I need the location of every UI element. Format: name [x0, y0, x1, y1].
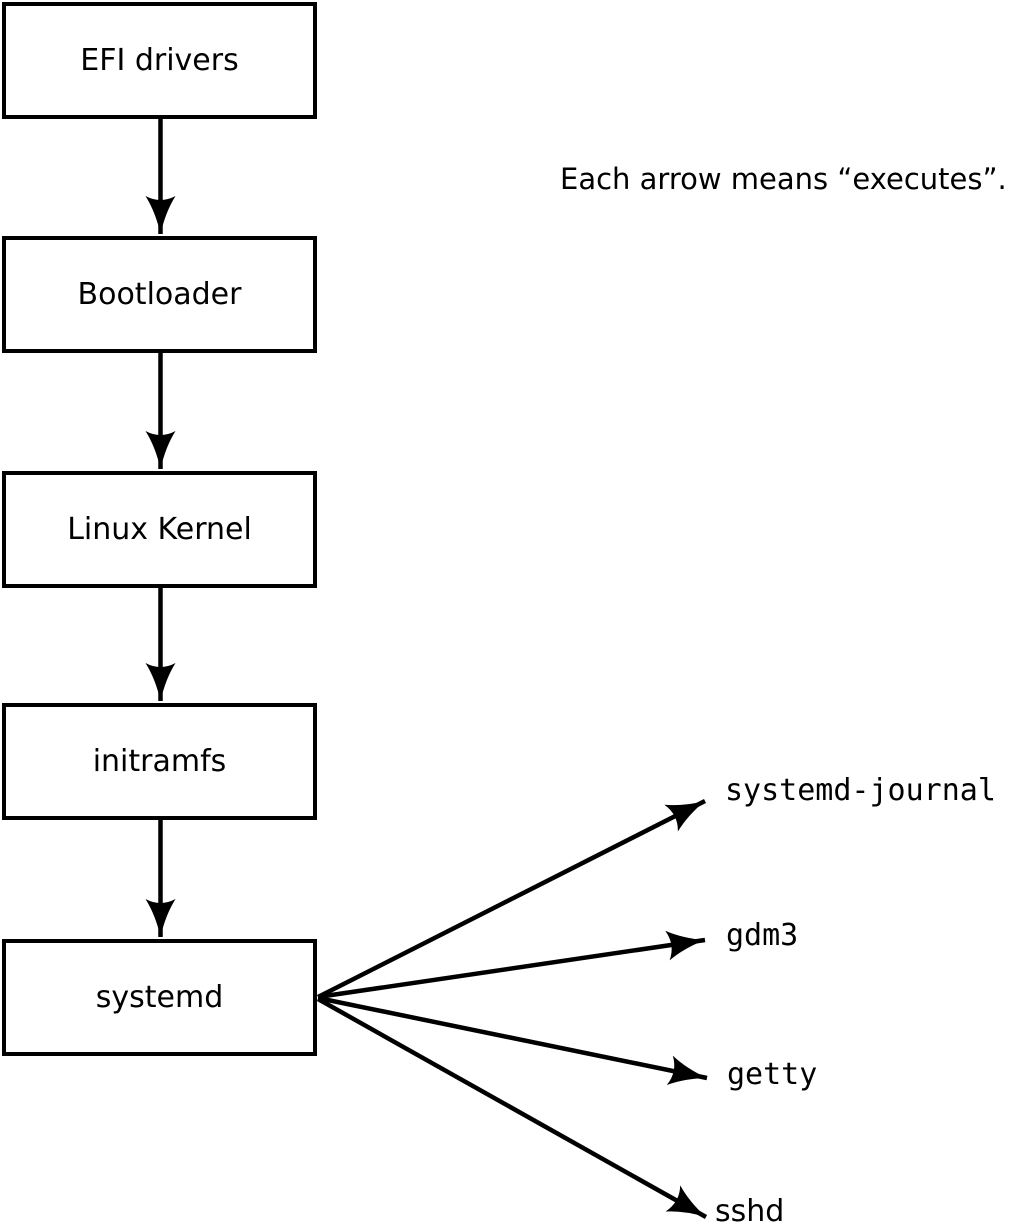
arrow-systemd-to-systemd-journal: [316, 798, 707, 1000]
node-getty-label: getty: [727, 1057, 818, 1092]
node-initramfs: initramfs: [2, 703, 317, 820]
node-linux-kernel: Linux Kernel: [2, 471, 317, 588]
node-efi-drivers-label: EFI drivers: [80, 42, 239, 78]
arrow-systemd-to-getty: [317, 995, 708, 1086]
node-gdm3-label: gdm3: [726, 918, 799, 953]
arrow-meaning-note: Each arrow means “executes”.: [560, 162, 1007, 196]
node-linux-kernel-label: Linux Kernel: [67, 511, 252, 547]
node-sshd-label: sshd: [715, 1194, 785, 1229]
arrow-systemd-to-gdm3: [317, 930, 706, 1000]
node-bootloader-label: Bootloader: [77, 276, 242, 312]
node-initramfs-label: initramfs: [92, 743, 227, 779]
arrow-systemd-to-sshd: [316, 997, 708, 1219]
node-bootloader: Bootloader: [2, 236, 317, 353]
node-efi-drivers: EFI drivers: [2, 2, 317, 119]
node-systemd-journal-label: systemd-journal: [725, 773, 996, 808]
node-systemd: systemd: [2, 939, 317, 1056]
node-systemd-label: systemd: [95, 979, 224, 1015]
